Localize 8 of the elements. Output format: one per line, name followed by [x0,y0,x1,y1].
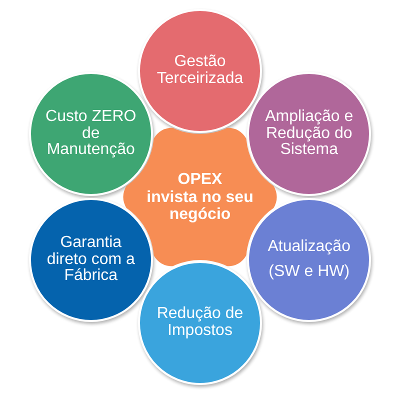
circle-label: Redução de Impostos [156,306,244,340]
center-title: OPEX [176,171,224,189]
circle-label: Gestão Terceirizada [156,54,244,88]
circle-label: Atualização (SW e HW) [266,237,352,282]
circle-label: Custo ZERO de Manutenção [44,108,138,160]
circle-label: Ampliação e Redução do Sistema [264,108,354,160]
center-subtitle: invista no seu negócio [146,188,254,224]
circle-label: Garantia direto com a Fábrica [46,234,136,286]
